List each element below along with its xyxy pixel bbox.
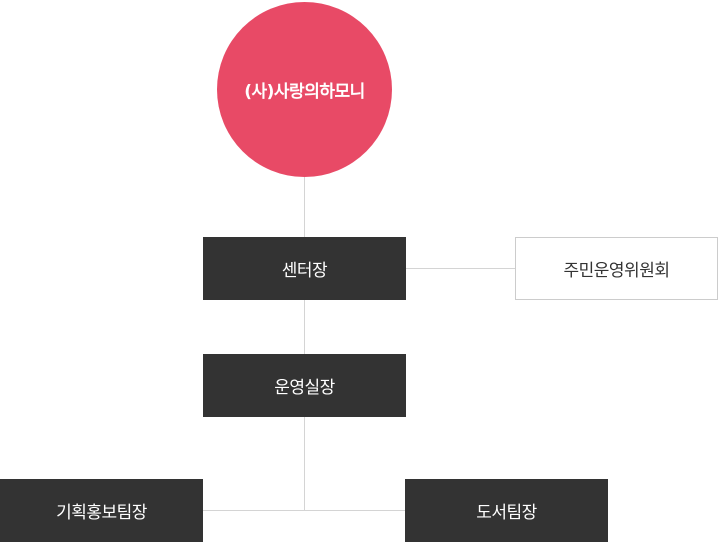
org-node-committee-label: 주민운영위원회 <box>563 261 670 281</box>
connector-director-committee <box>406 268 515 269</box>
connector-operations-teams <box>304 417 305 510</box>
org-node-root: (사)사랑의하모니 <box>217 2 392 177</box>
org-node-planning: 기획홍보팀장 <box>0 479 203 542</box>
org-node-operations: 운영실장 <box>203 354 406 417</box>
org-node-director-label: 센터장 <box>281 261 328 281</box>
org-node-root-label: (사)사랑의하모니 <box>244 82 365 102</box>
org-node-operations-label: 운영실장 <box>274 378 335 398</box>
connector-director-operations <box>304 300 305 354</box>
connector-teams-horizontal <box>203 510 405 511</box>
org-node-library: 도서팀장 <box>405 479 608 542</box>
connector-root-director <box>304 177 305 237</box>
org-node-committee: 주민운영위원회 <box>515 237 718 300</box>
org-node-library-label: 도서팀장 <box>476 503 537 523</box>
org-node-planning-label: 기획홍보팀장 <box>56 503 147 523</box>
org-node-director: 센터장 <box>203 237 406 300</box>
